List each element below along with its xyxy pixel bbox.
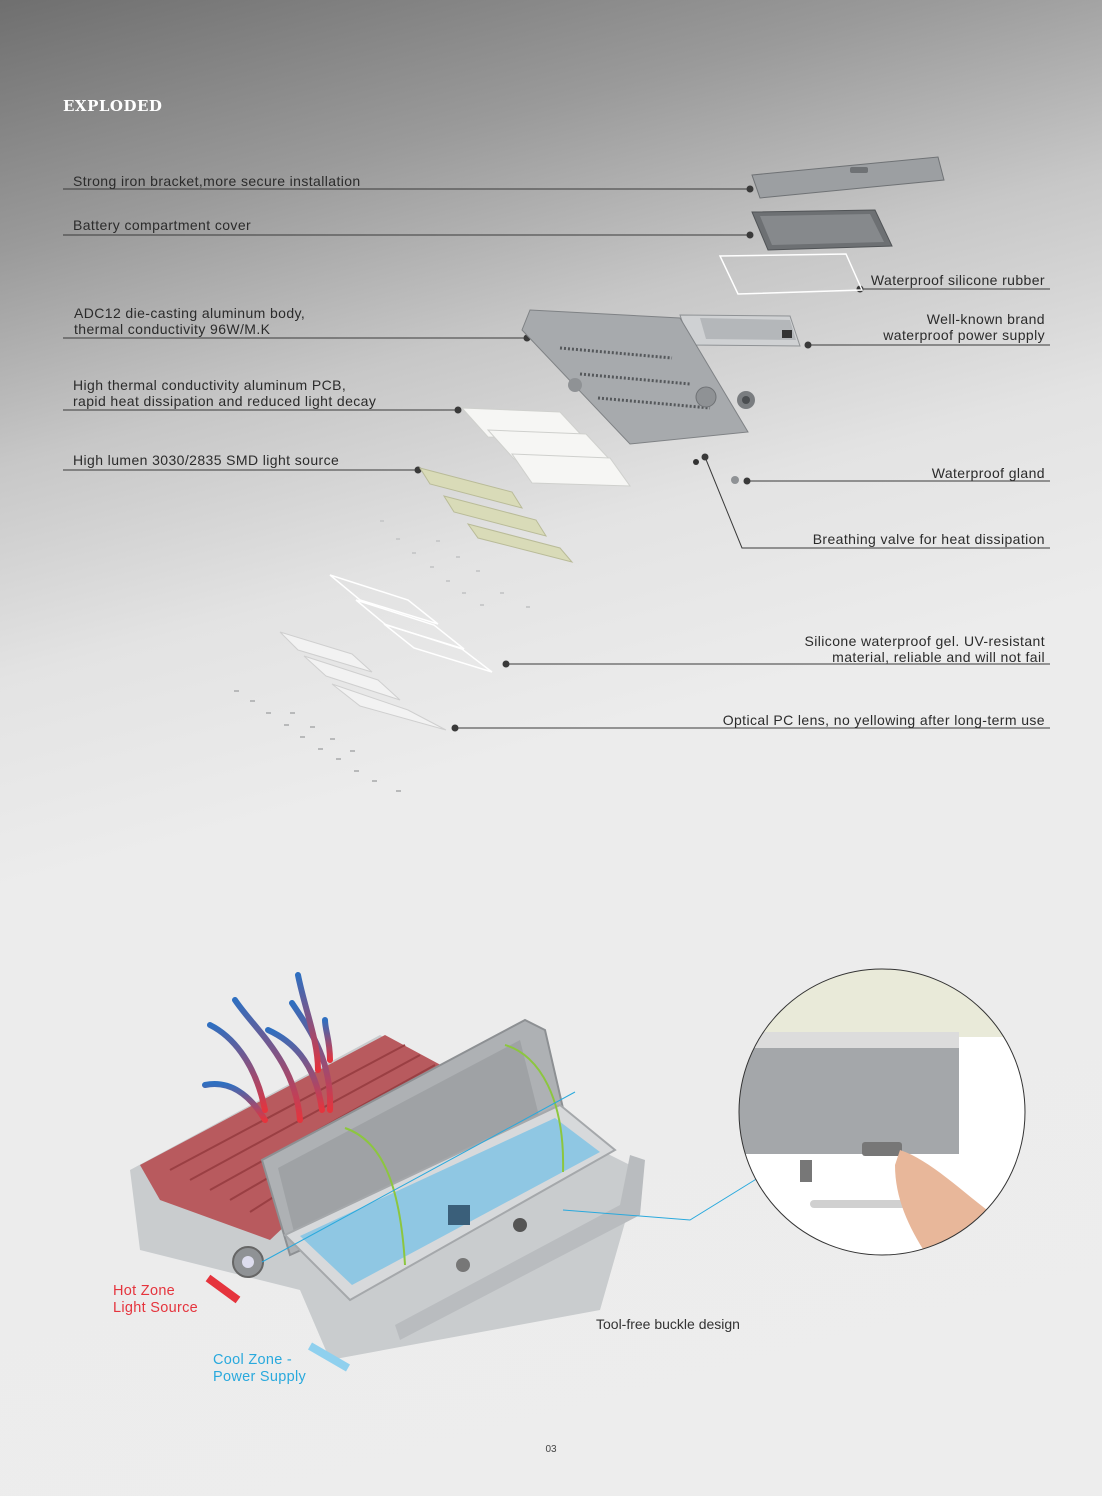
callout-gel-line-2: material, reliable and will not fail <box>832 649 1045 665</box>
callout-rubber-line-1: Waterproof silicone rubber <box>870 272 1045 288</box>
callout-lens: Optical PC lens, no yellowing after long… <box>723 712 1045 728</box>
callout-power: Well-known brand waterproof power supply <box>883 311 1045 343</box>
callout-power-line-2: waterproof power supply <box>883 327 1045 343</box>
callout-rubber: Waterproof silicone rubber <box>871 272 1045 288</box>
hot-zone-arrow <box>205 1274 241 1304</box>
callout-body-line-2: thermal conductivity 96W/M.K <box>74 321 271 337</box>
heatsink-housing <box>130 1035 640 1360</box>
battery-cover-part <box>751 209 893 251</box>
callout-body-line-1: ADC12 die-casting aluminum body, <box>74 305 306 321</box>
callout-body: ADC12 die-casting aluminum body, thermal… <box>74 305 305 337</box>
cool-zone-line-2: Power Supply <box>213 1369 307 1385</box>
callout-pointer-lines <box>261 1091 759 1263</box>
hot-zone-label: Hot Zone Light Source <box>113 1283 198 1317</box>
callout-smd-line-1: High lumen 3030/2835 SMD light source <box>73 452 340 468</box>
page-number: 03 <box>545 1444 557 1455</box>
main-body-part <box>521 309 755 484</box>
pcb-part <box>460 407 631 487</box>
detail-zoom-circle <box>738 968 1026 1256</box>
silicone-gel-part <box>329 574 493 673</box>
cool-zone-line-1: Cool Zone - <box>213 1352 293 1368</box>
callout-pcb-line-1: High thermal conductivity aluminum PCB, <box>73 377 347 393</box>
callout-smd: High lumen 3030/2835 SMD light source <box>73 452 339 468</box>
callout-lens-line-1: Optical PC lens, no yellowing after long… <box>722 712 1045 728</box>
callout-cover: Battery compartment cover <box>73 217 251 233</box>
leader-lines-right <box>455 288 1050 729</box>
callout-bracket: Strong iron bracket,more secure installa… <box>73 173 361 189</box>
callout-valve-line-1: Breathing valve for heat dissipation <box>812 531 1045 547</box>
section-heading: EXPLODED <box>63 97 163 115</box>
pc-lens-part <box>279 631 447 731</box>
callout-gel-line-1: Silicone waterproof gel. UV-resistant <box>804 633 1045 649</box>
callout-power-line-1: Well-known brand <box>926 311 1045 327</box>
callout-pcb: High thermal conductivity aluminum PCB, … <box>73 377 376 409</box>
callout-bracket-line-1: Strong iron bracket,more secure installa… <box>73 173 361 189</box>
compartment-lid <box>260 1018 570 1257</box>
callout-pcb-line-2: rapid heat dissipation and reduced light… <box>73 393 377 409</box>
callout-gland: Waterproof gland <box>932 465 1045 481</box>
exploded-view-diagram <box>63 156 1050 792</box>
buckle-design-caption: Tool-free buckle design <box>596 1316 740 1332</box>
screws-part <box>380 520 530 608</box>
silicone-rubber-part <box>718 253 864 295</box>
hot-zone-line-1: Hot Zone <box>113 1283 176 1299</box>
callout-valve: Breathing valve for heat dissipation <box>813 531 1045 547</box>
leader-lines-left <box>63 188 750 471</box>
callout-gland-line-1: Waterproof gland <box>931 465 1045 481</box>
bracket-part <box>751 156 945 199</box>
mounting-bracket <box>395 1155 645 1340</box>
callout-gel: Silicone waterproof gel. UV-resistant ma… <box>805 633 1045 665</box>
power-supply-part <box>679 314 801 347</box>
smd-light-source-part <box>418 467 574 563</box>
cool-zone-arrow <box>307 1342 351 1372</box>
cool-zone-label: Cool Zone - Power Supply <box>213 1352 306 1386</box>
heat-flow-arrows <box>202 972 334 1123</box>
lens-screws-part <box>234 690 401 792</box>
hot-zone-line-2: Light Source <box>113 1300 199 1316</box>
callout-cover-line-1: Battery compartment cover <box>73 217 252 233</box>
lid-open-arrows <box>344 1044 565 1266</box>
power-compartment <box>232 1103 617 1302</box>
